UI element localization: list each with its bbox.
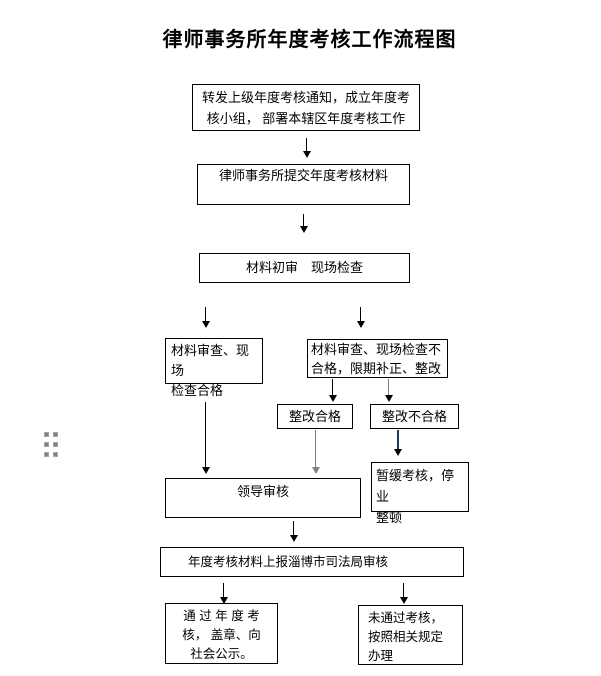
flow-box-rectify-passed: 整改合格 bbox=[277, 404, 353, 429]
flow-box-report-to-bureau: 年度考核材料上报淄博市司法局审核 bbox=[160, 547, 464, 577]
flow-box-initial-review: 材料初审 现场检查 bbox=[199, 253, 410, 283]
handle-dot bbox=[44, 432, 49, 437]
handle-dot bbox=[53, 452, 58, 457]
handle-dot bbox=[53, 432, 58, 437]
flow-box-check-passed: 材料审查、现场 检查合格 bbox=[165, 338, 263, 398]
arrow-failcheck-to-rectfail-icon bbox=[384, 379, 393, 402]
handle-dot bbox=[44, 452, 49, 457]
handle-dot bbox=[44, 442, 49, 447]
arrow-rectpass-to-leader-icon bbox=[311, 430, 320, 474]
flow-box-passed-publicize: 通 过 年 度 考 核， 盖章、向 社会公示。 bbox=[165, 603, 278, 664]
flow-box-failed-handle: 未通过考核， 按照相关规定 办理 bbox=[358, 605, 463, 665]
arrow-leader-to-report-icon bbox=[289, 521, 298, 542]
diagram-title: 律师事务所年度考核工作流程图 bbox=[162, 29, 457, 51]
arrow-rectfail-to-suspend-icon bbox=[393, 430, 402, 456]
arrow-initial-to-failcheck-icon bbox=[356, 307, 365, 328]
flow-box-leader-review: 领导审核 bbox=[165, 478, 361, 518]
arrow-failcheck-to-rectpass-icon bbox=[328, 379, 337, 402]
flow-box-suspend-business: 暂缓考核，停业 整顿 bbox=[371, 462, 469, 525]
arrow-passcheck-to-leader-icon bbox=[201, 402, 210, 474]
arrow-report-to-failfinal-icon bbox=[399, 583, 408, 604]
drag-handle-dots-icon[interactable] bbox=[44, 432, 58, 457]
arrow-submit-to-initial-icon bbox=[299, 214, 308, 233]
flow-box-submit-materials: 律师事务所提交年度考核材料 bbox=[197, 164, 410, 205]
handle-dot bbox=[53, 442, 58, 447]
flow-box-notify: 转发上级年度考核通知，成立年度考 核小组， 部署本辖区年度考核工作 bbox=[192, 84, 420, 131]
arrow-notify-to-submit-icon bbox=[302, 138, 311, 158]
flow-box-rectify-failed: 整改不合格 bbox=[370, 404, 459, 429]
arrow-initial-to-passcheck-icon bbox=[201, 307, 210, 328]
arrow-report-to-passfinal-icon bbox=[219, 583, 228, 604]
flow-box-check-failed: 材料审查、现场检查不 合格，限期补正、整改 bbox=[307, 339, 448, 378]
